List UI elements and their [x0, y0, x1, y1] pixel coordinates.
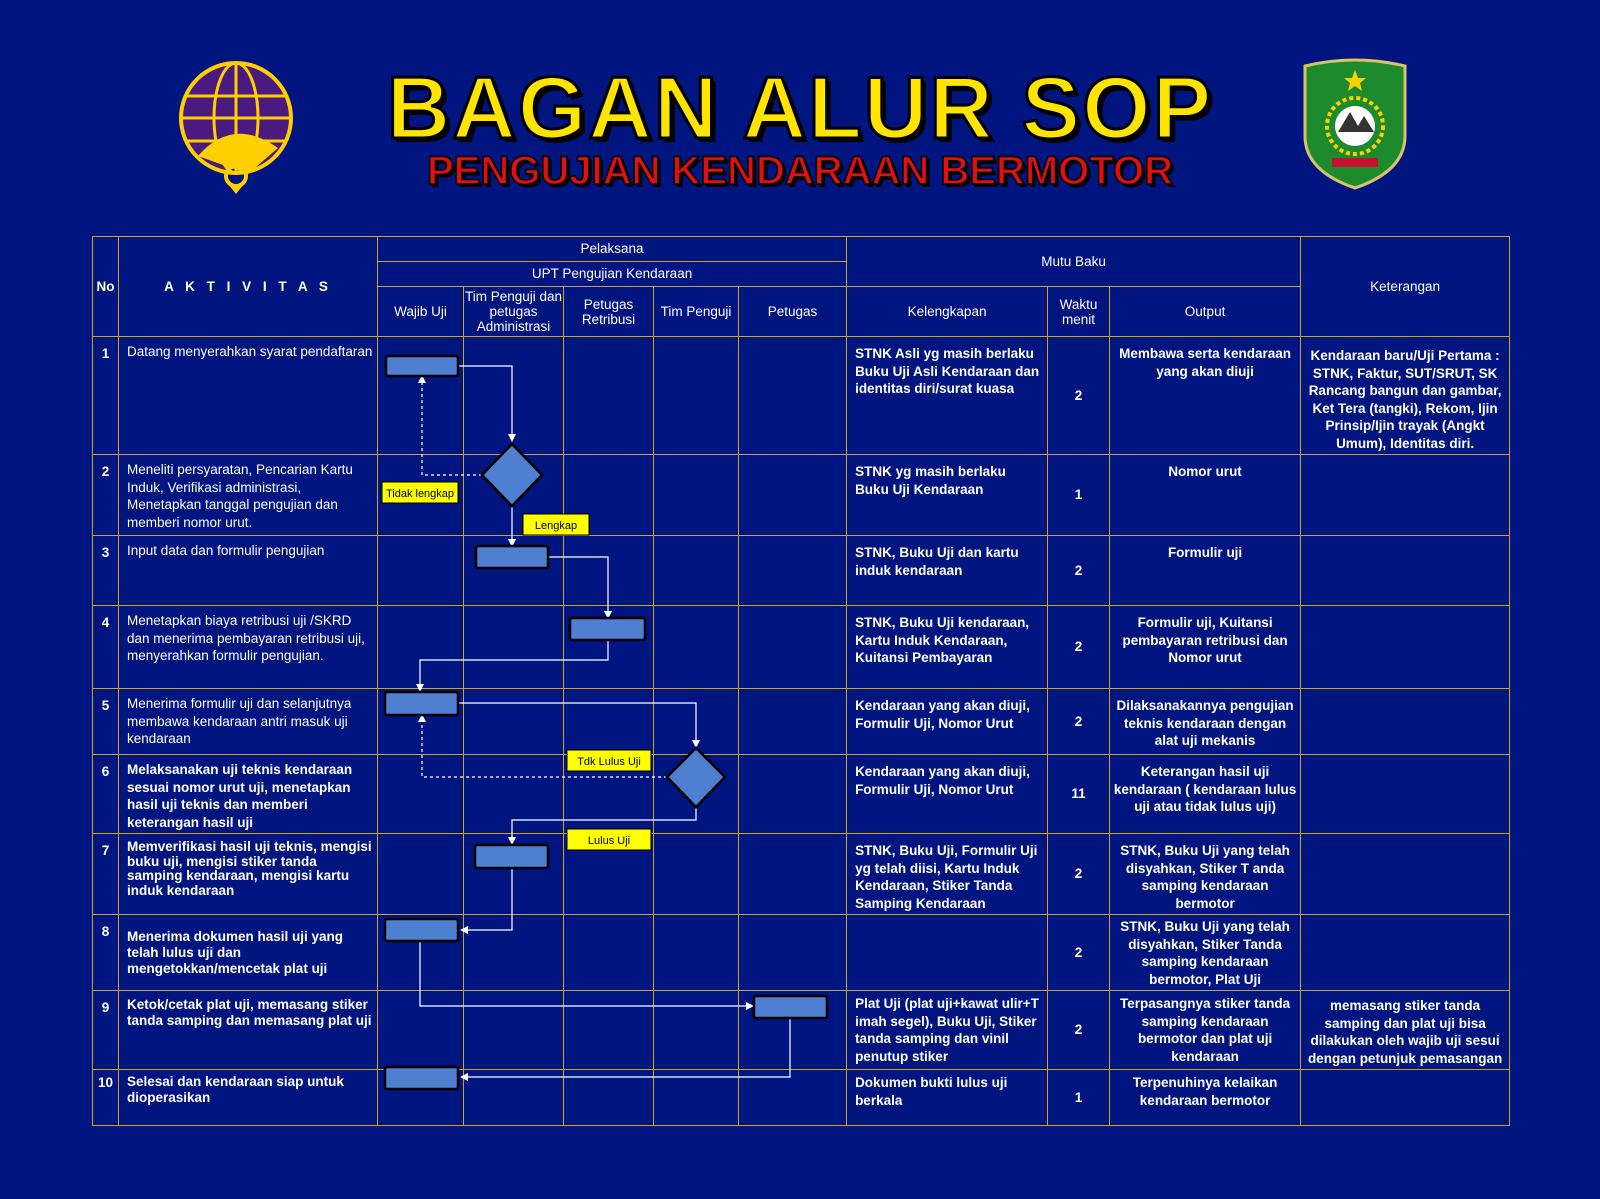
row-waktu: 2 [1047, 990, 1111, 1070]
table-row: 4 Menetapkan biaya retribusi uji /SKRD d… [92, 605, 1511, 689]
header-petugas: Petugas [737, 286, 848, 337]
header-aktivitas: A K T I V I T A S [118, 236, 378, 337]
header-tim-penguji: Tim Penguji [653, 286, 739, 337]
dishub-globe-logo-icon [179, 61, 293, 194]
row-kelengkapan: Dokumen bukti lulus uji berkala [846, 1069, 1049, 1126]
row-waktu: 2 [1047, 336, 1111, 455]
process-box-step-8 [383, 917, 460, 943]
header-tim-penguji-admin: Tim Penguji dan petugas Administrasi [463, 286, 564, 337]
row-keterangan [1300, 914, 1511, 991]
page-subtitle: PENGUJIAN KENDARAAN BERMOTOR [426, 148, 1173, 194]
table-row: 1 Datang menyerahkan syarat pendaftaran … [92, 336, 1511, 455]
row-output: Nomor urut [1109, 454, 1302, 536]
row-aktivitas: Melaksanakan uji teknis kendaraan sesuai… [118, 754, 378, 834]
row-waktu: 2 [1047, 535, 1111, 606]
row-output: Terpasangnya stiker tanda samping kendar… [1109, 990, 1302, 1070]
row-output: STNK, Buku Uji yang telah disyahkan, Sti… [1109, 914, 1302, 991]
row-no: 7 [92, 833, 119, 915]
row-kelengkapan: STNK yg masih berlaku Buku Uji Kendaraan [846, 454, 1049, 536]
row-no: 6 [92, 754, 119, 834]
row-output: Formulir uji [1109, 535, 1302, 606]
process-box-step-5 [383, 690, 460, 717]
row-output: Formulir uji, Kuitansi pembayaran retrib… [1109, 605, 1302, 689]
row-waktu: 2 [1047, 605, 1111, 689]
row-keterangan [1300, 688, 1511, 755]
header-output: Output [1109, 286, 1302, 337]
row-kelengkapan: STNK, Buku Uji, Formulir Uji yg telah di… [846, 833, 1049, 915]
row-keterangan [1300, 454, 1511, 536]
process-box-step-3 [474, 544, 550, 570]
header-kelengkapan: Kelengkapan [846, 286, 1049, 337]
row-output: Dilaksanakannya pengujian teknis kendara… [1109, 688, 1302, 755]
row-output: STNK, Buku Uji yang telah disyahkan, Sti… [1109, 833, 1302, 915]
row-waktu: 11 [1047, 754, 1111, 834]
row-no: 2 [92, 454, 119, 536]
header-waktu: Waktu menit [1047, 286, 1111, 337]
row-kelengkapan: STNK, Buku Uji dan kartu induk kendaraan [846, 535, 1049, 606]
header-mutu-baku: Mutu Baku [846, 236, 1302, 287]
row-no: 8 [92, 914, 119, 991]
process-box-step-1 [384, 354, 460, 378]
table-row: 2 Meneliti persyaratan, Pencarian Kartu … [92, 454, 1511, 536]
row-keterangan [1300, 1069, 1511, 1126]
row-waktu: 2 [1047, 833, 1111, 915]
table-row: 10 Selesai dan kendaraan siap untuk diop… [92, 1069, 1511, 1126]
header-pelaksana: Pelaksana [376, 236, 848, 262]
process-box-step-4 [568, 616, 647, 642]
header-petugas-retribusi: Petugas Retribusi [563, 286, 654, 337]
row-keterangan [1300, 535, 1511, 606]
regional-emblem-icon [1303, 58, 1407, 190]
row-waktu: 1 [1047, 1069, 1111, 1126]
row-aktivitas: Ketok/cetak plat uji, memasang stiker ta… [118, 990, 378, 1070]
table-row: 7 Memverifikasi hasil uji teknis, mengis… [92, 833, 1511, 915]
row-output: Keterangan hasil uji kendaraan ( kendara… [1109, 754, 1302, 834]
row-output: Terpenuhinya kelaikan kendaraan bermotor [1109, 1069, 1302, 1126]
row-no: 1 [92, 336, 119, 455]
row-kelengkapan: STNK, Buku Uji kendaraan, Kartu Induk Ke… [846, 605, 1049, 689]
row-kelengkapan: Kendaraan yang akan diuji, Formulir Uji,… [846, 688, 1049, 755]
row-aktivitas: Menerima formulir uji dan selanjutnya me… [118, 688, 378, 755]
row-waktu: 1 [1047, 454, 1111, 536]
row-aktivitas: Input data dan formulir pengujian [118, 535, 378, 606]
header-keterangan: Keterangan [1300, 236, 1511, 337]
row-no: 9 [92, 990, 119, 1070]
row-no: 5 [92, 688, 119, 755]
table-row: 3 Input data dan formulir pengujian STNK… [92, 535, 1511, 606]
header-wajib-uji: Wajib Uji [377, 286, 464, 337]
row-no: 3 [92, 535, 119, 606]
row-aktivitas: Memverifikasi hasil uji teknis, mengisi … [118, 833, 378, 915]
table-row: 8 Menerima dokumen hasil uji yang telah … [92, 914, 1511, 991]
row-keterangan [1300, 605, 1511, 689]
row-kelengkapan [846, 914, 1049, 991]
table-row: 6 Melaksanakan uji teknis kendaraan sesu… [92, 754, 1511, 834]
row-keterangan: memasang stiker tanda samping dan plat u… [1300, 990, 1511, 1070]
header-no: No [92, 236, 119, 337]
row-aktivitas: Datang menyerahkan syarat pendaftaran [118, 336, 378, 455]
row-waktu: 2 [1047, 914, 1111, 991]
process-box-step-7 [473, 843, 550, 870]
row-aktivitas: Menetapkan biaya retribusi uji /SKRD dan… [118, 605, 378, 689]
row-aktivitas: Menerima dokumen hasil uji yang telah lu… [118, 914, 378, 991]
row-kelengkapan: Kendaraan yang akan diuji, Formulir Uji,… [846, 754, 1049, 834]
row-aktivitas: Meneliti persyaratan, Pencarian Kartu In… [118, 454, 378, 536]
row-kelengkapan: STNK Asli yg masih berlaku Buku Uji Asli… [846, 336, 1049, 455]
header-upt: UPT Pengujian Kendaraan [376, 261, 848, 287]
row-aktivitas: Selesai dan kendaraan siap untuk diopera… [118, 1069, 378, 1126]
row-keterangan [1300, 833, 1511, 915]
sop-table: No A K T I V I T A S Pelaksana Mutu Baku… [92, 236, 1511, 1126]
process-box-step-10 [383, 1065, 460, 1091]
process-box-step-9 [752, 994, 829, 1020]
row-keterangan: Kendaraan baru/Uji Pertama : STNK, Faktu… [1300, 336, 1511, 455]
row-waktu: 2 [1047, 688, 1111, 755]
row-output: Membawa serta kendaraan yang akan diuji [1109, 336, 1302, 455]
page-title: BAGAN ALUR SOP [385, 57, 1214, 159]
row-kelengkapan: Plat Uji (plat uji+kawat ulir+T imah seg… [846, 990, 1049, 1070]
row-keterangan [1300, 754, 1511, 834]
row-no: 10 [92, 1069, 119, 1126]
table-row: 5 Menerima formulir uji dan selanjutnya … [92, 688, 1511, 755]
row-no: 4 [92, 605, 119, 689]
